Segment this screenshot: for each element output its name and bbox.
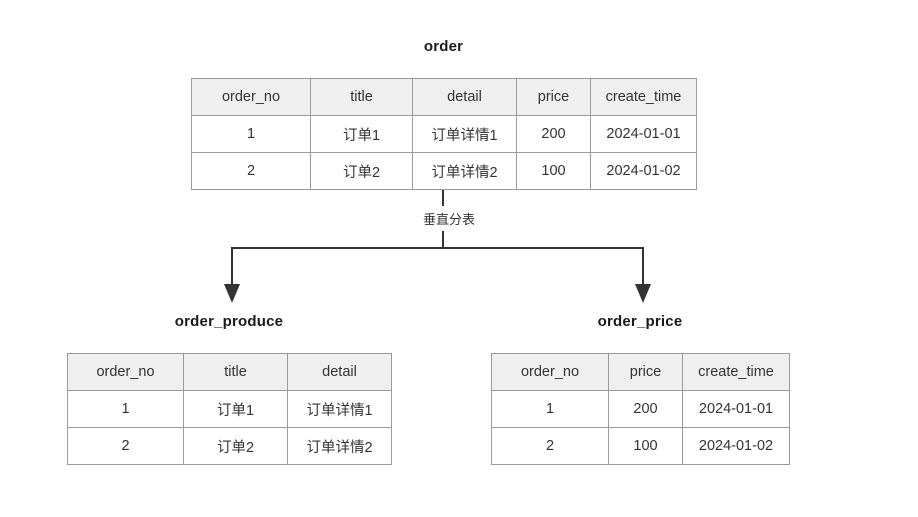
table-cell: 订单详情2 — [287, 427, 392, 465]
table-cell: 1 — [491, 390, 609, 428]
column-header: price — [608, 353, 683, 391]
target-table-order-produce: order_no title detail 1 订单1 订单详情1 2 订单2 … — [67, 353, 392, 465]
table-cell: 订单详情1 — [287, 390, 392, 428]
table-cell: 2024-01-01 — [590, 115, 697, 153]
table-header-row: order_no title detail price create_time — [191, 78, 697, 116]
table-cell: 订单1 — [183, 390, 288, 428]
table-cell: 订单详情2 — [412, 152, 517, 190]
table-row: 2 订单2 订单详情2 — [67, 427, 392, 465]
column-header: create_time — [682, 353, 790, 391]
column-header: title — [310, 78, 413, 116]
split-label: 垂直分表 — [393, 208, 505, 229]
table-cell: 订单1 — [310, 115, 413, 153]
table-cell: 100 — [608, 427, 683, 465]
table-cell: 订单详情1 — [412, 115, 517, 153]
table-cell: 2 — [491, 427, 609, 465]
table-cell: 200 — [608, 390, 683, 428]
column-header: title — [183, 353, 288, 391]
table-cell: 2 — [191, 152, 311, 190]
target-table-title-order-price: order_price — [597, 313, 683, 330]
table-header-row: order_no price create_time — [491, 353, 790, 391]
table-header-row: order_no title detail — [67, 353, 392, 391]
table-cell: 订单2 — [183, 427, 288, 465]
table-row: 2 订单2 订单详情2 100 2024-01-02 — [191, 152, 697, 190]
source-table-order: order_no title detail price create_time … — [191, 78, 697, 190]
source-table-title: order — [423, 38, 464, 55]
table-row: 1 订单1 订单详情1 200 2024-01-01 — [191, 115, 697, 153]
table-cell: 200 — [516, 115, 591, 153]
table-row: 1 200 2024-01-01 — [491, 390, 790, 428]
column-header: order_no — [67, 353, 184, 391]
table-row: 1 订单1 订单详情1 — [67, 390, 392, 428]
table-cell: 2 — [67, 427, 184, 465]
column-header: detail — [287, 353, 392, 391]
table-cell: 订单2 — [310, 152, 413, 190]
table-row: 2 100 2024-01-02 — [491, 427, 790, 465]
column-header: order_no — [191, 78, 311, 116]
table-cell: 100 — [516, 152, 591, 190]
column-header: price — [516, 78, 591, 116]
arrowhead-right-icon — [635, 284, 651, 303]
table-cell: 2024-01-02 — [590, 152, 697, 190]
column-header: create_time — [590, 78, 697, 116]
table-cell: 2024-01-01 — [682, 390, 790, 428]
column-header: detail — [412, 78, 517, 116]
table-cell: 1 — [67, 390, 184, 428]
arrowhead-left-icon — [224, 284, 240, 303]
target-table-order-price: order_no price create_time 1 200 2024-01… — [491, 353, 790, 465]
target-table-title-order-produce: order_produce — [174, 313, 284, 330]
table-cell: 2024-01-02 — [682, 427, 790, 465]
table-cell: 1 — [191, 115, 311, 153]
column-header: order_no — [491, 353, 609, 391]
